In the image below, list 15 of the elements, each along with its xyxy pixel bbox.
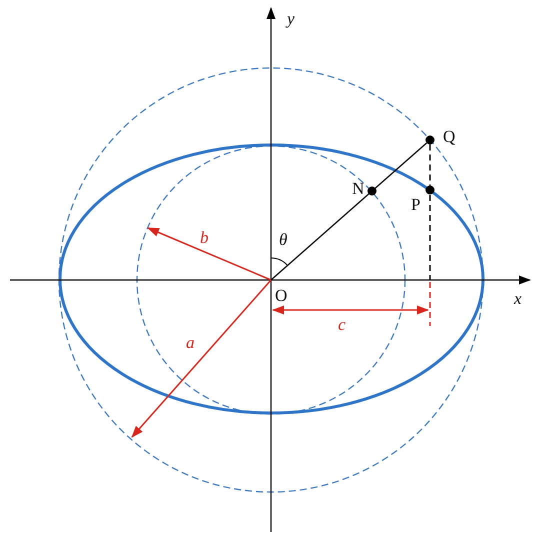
axis-label: y (287, 10, 295, 27)
line-segment (429, 144, 431, 186)
point-label: P (411, 196, 420, 213)
point-marker (426, 186, 434, 194)
axis-label: a (186, 334, 194, 351)
point-marker (426, 136, 434, 144)
point-marker (368, 186, 376, 196)
axis-label: c (338, 316, 346, 333)
axis-label: O (275, 287, 288, 304)
point-label: Q (443, 128, 456, 145)
line-segment (270, 142, 428, 280)
axis-label: θ (279, 231, 288, 248)
axis-label: b (200, 229, 208, 246)
point-label: N (352, 180, 364, 197)
axis-label: x (514, 290, 522, 307)
